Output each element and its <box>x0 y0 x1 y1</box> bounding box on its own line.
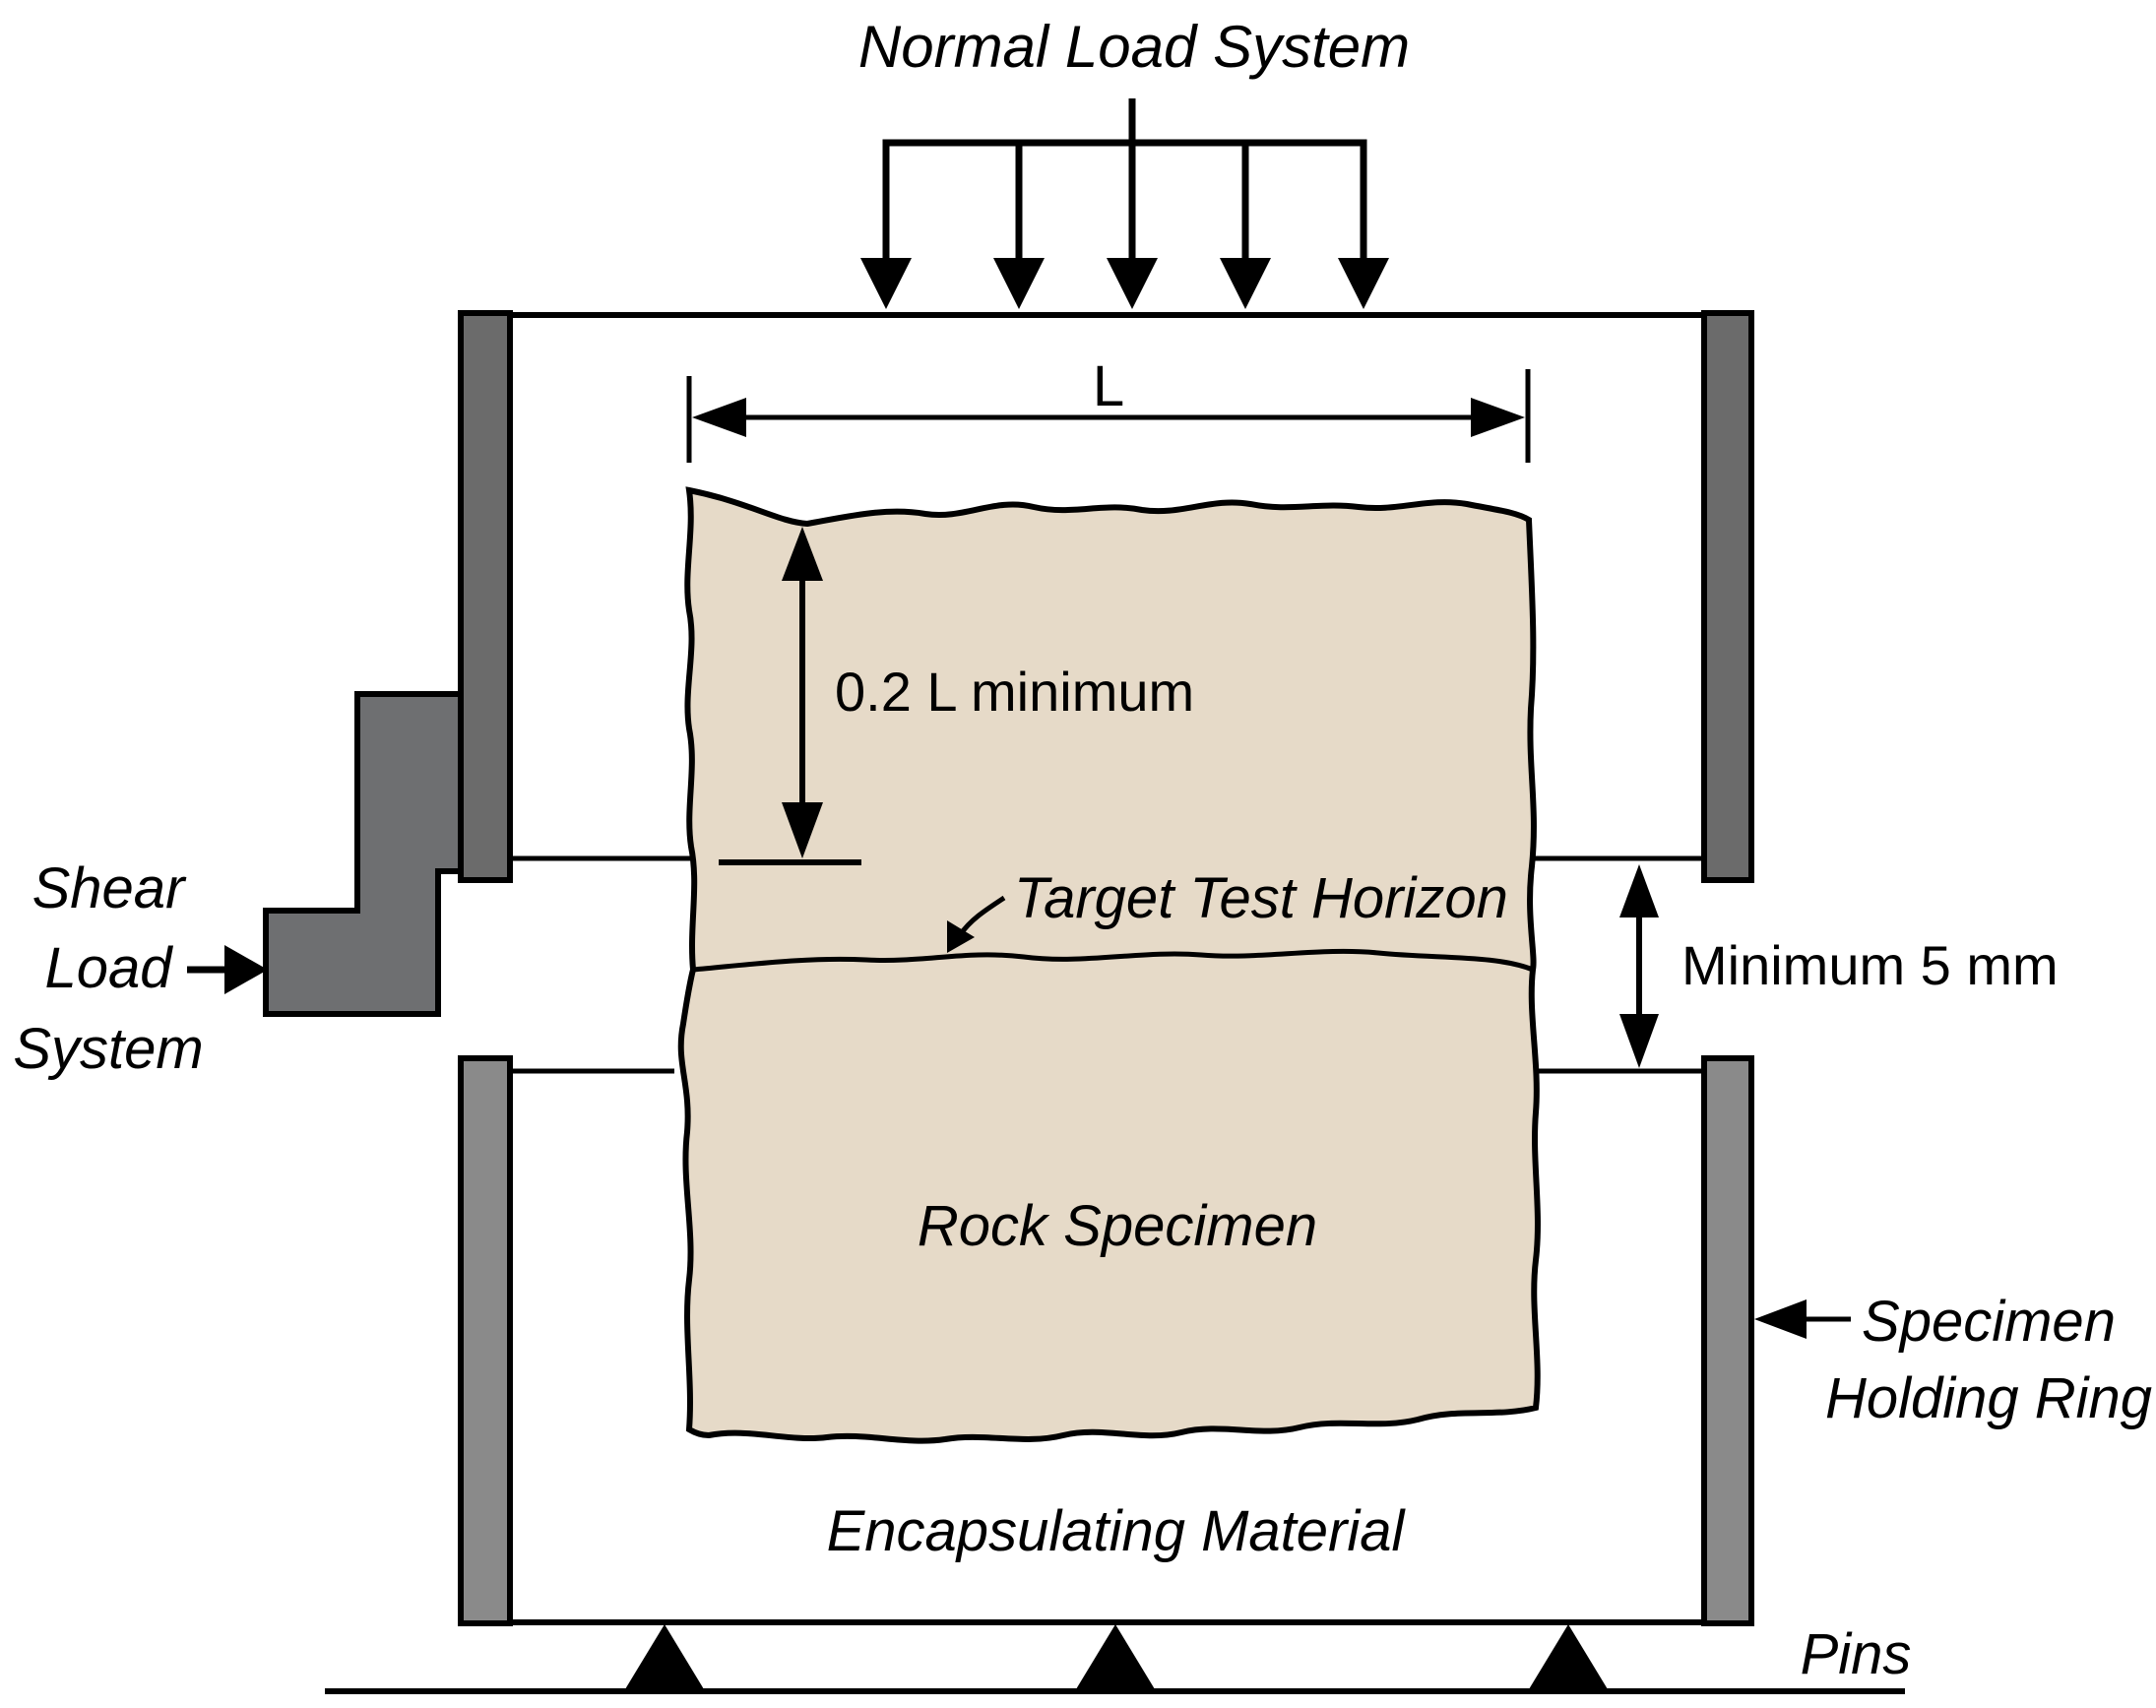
upper-shear-box <box>458 310 1754 883</box>
shear-load-label-line1: Shear <box>32 856 187 920</box>
upper-ring-right <box>1701 310 1754 883</box>
pin-right <box>1529 1624 1608 1689</box>
shear-load-block <box>263 691 464 1017</box>
min-height-arrow-down <box>782 802 823 858</box>
rock-specimen <box>677 486 1541 1444</box>
shear-load-label-line2: Load <box>44 936 173 1000</box>
min-gap-arrow-up <box>1619 864 1659 917</box>
length-arrow-right <box>1471 398 1525 437</box>
pin-center <box>1076 1624 1155 1689</box>
pin-left <box>625 1624 704 1689</box>
encapsulating-label: Encapsulating Material <box>827 1499 1407 1563</box>
length-dimension <box>686 369 1531 463</box>
upper-ring-left <box>458 310 513 883</box>
lower-shear-box <box>458 1055 1754 1626</box>
length-label: L <box>1093 354 1124 418</box>
normal-load-system <box>882 98 1367 295</box>
shear-load-arrowhead <box>224 945 268 994</box>
shear-load-label-line3: System <box>13 1017 203 1081</box>
normal-load-arrowheads <box>860 258 1389 309</box>
target-horizon-label: Target Test Horizon <box>1014 866 1508 930</box>
rock-specimen-label: Rock Specimen <box>918 1194 1317 1258</box>
holding-ring-label-line1: Specimen <box>1862 1290 2116 1354</box>
normal-load-label: Normal Load System <box>858 14 1410 80</box>
pins-label: Pins <box>1801 1622 1912 1686</box>
holding-ring-label-line2: Holding Ring <box>1825 1366 2152 1430</box>
lower-ring-left <box>458 1055 513 1626</box>
length-arrow-left <box>692 398 746 437</box>
target-horizon-line <box>692 948 1534 973</box>
target-horizon-pointer-head <box>947 920 975 953</box>
holding-ring-arrowhead <box>1754 1299 1807 1339</box>
min-gap-label: Minimum 5 mm <box>1681 934 2059 996</box>
min-height-label: 0.2 L minimum <box>835 661 1194 723</box>
lower-ring-right <box>1701 1055 1754 1626</box>
min-height-dimension <box>719 571 861 865</box>
min-gap-arrow-down <box>1619 1014 1659 1068</box>
min-height-arrow-up <box>782 527 823 581</box>
